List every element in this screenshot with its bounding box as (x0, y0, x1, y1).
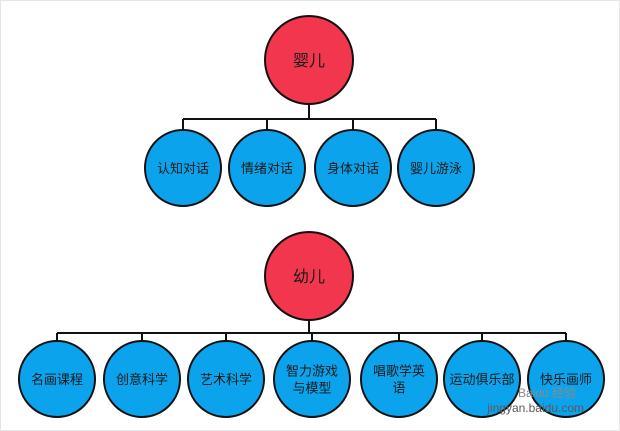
child-circle (314, 129, 392, 207)
child-label: 情绪对话 (241, 162, 293, 177)
child-circle (18, 340, 96, 418)
child-label: 创意科学 (116, 372, 168, 388)
child-circle (397, 129, 475, 207)
child-circle (103, 340, 181, 418)
child-node: 艺术科学 (187, 340, 265, 418)
child-circle (228, 129, 306, 207)
child-label: 婴儿游泳 (410, 162, 462, 177)
child-label: 快乐画师 (540, 373, 592, 388)
child-circle (273, 340, 351, 418)
child-label: 认知对话 (157, 161, 209, 177)
child-node: 情绪对话 (228, 129, 306, 207)
child-node: 身体对话 (314, 129, 392, 207)
child-label: 名画课程 (31, 372, 83, 388)
child-circle (360, 340, 438, 418)
child-label: 艺术科学 (200, 372, 252, 388)
child-circle (443, 340, 521, 418)
connectors-toddler (56, 320, 567, 341)
child-node: 名画课程 (18, 340, 96, 418)
child-node: 创意科学 (103, 340, 181, 418)
root-label: 婴儿 (293, 51, 325, 70)
child-circle (144, 129, 222, 207)
root-label: 幼儿 (293, 267, 325, 286)
connectors-infant (182, 105, 437, 130)
child-label: 唱歌学英语 (373, 364, 425, 397)
root-circle (264, 15, 354, 105)
root-node: 婴儿 (264, 15, 354, 105)
child-node: 运动俱乐部 (443, 340, 521, 418)
child-node: 唱歌学英语 (360, 340, 438, 418)
child-node: 婴儿游泳 (397, 129, 475, 207)
child-circle (527, 340, 605, 418)
child-label: 智力游戏与模型 (286, 365, 338, 397)
child-label: 运动俱乐部 (449, 373, 514, 388)
child-node: 快乐画师 (527, 340, 605, 418)
root-node: 幼儿 (264, 231, 354, 321)
child-circle (187, 340, 265, 418)
root-circle (264, 231, 354, 321)
watermark-url: jingyan.baidu.com (487, 401, 584, 415)
child-node: 认知对话 (144, 129, 222, 207)
watermark-brand: Baidu 经验 (517, 386, 576, 400)
child-label: 身体对话 (327, 161, 379, 177)
child-node: 智力游戏与模型 (273, 340, 351, 418)
